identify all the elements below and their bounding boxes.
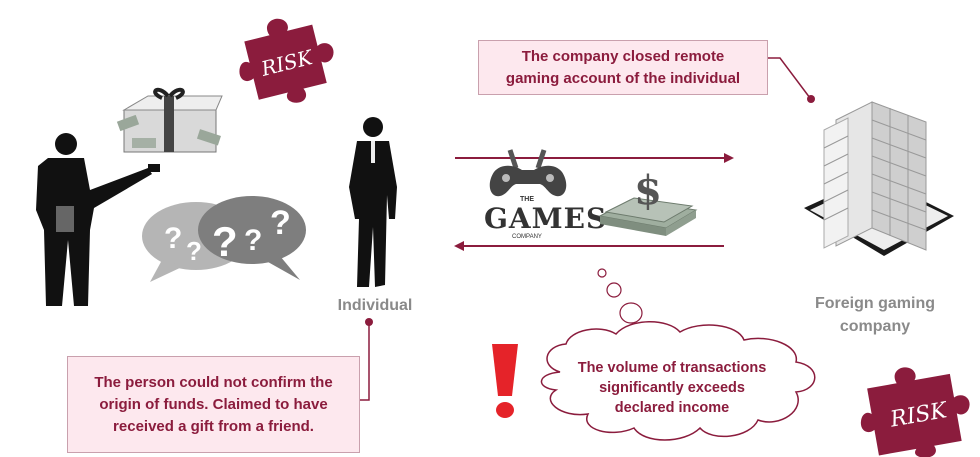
individual-label: Individual [337,297,413,314]
svg-text:$: $ [634,167,662,214]
origin-of-funds-callout: The person could not confirm the origin … [67,356,360,453]
gift-box-with-money-icon [116,87,223,153]
man-pointing-silhouette-icon [36,133,160,306]
games-logo-the: THE [520,196,534,203]
question-speech-bubbles-icon: ? ? ? ? ? [142,196,306,282]
transactions-volume-text: The volume of transactions significantly… [577,360,767,416]
risk-puzzle-piece-bottom-icon: RISK [860,367,970,457]
office-building-icon [804,101,954,256]
svg-text:?: ? [164,222,182,255]
svg-text:?: ? [244,224,262,257]
foreign-gaming-company-label: Foreign gaming company [815,295,935,335]
svg-text:?: ? [270,204,291,242]
exclamation-icon [492,344,518,418]
dollar-money-stack-icon: $ [598,167,698,236]
svg-text:?: ? [212,218,238,265]
risk-puzzle-piece-top-icon: RISK [239,18,334,103]
games-logo-company: COMPANY [512,234,542,240]
svg-text:?: ? [186,236,202,266]
gamepad-icon [489,149,567,197]
company-closed-account-callout: The company closed remote gaming account… [478,40,768,95]
walking-man-silhouette-icon [349,117,397,287]
